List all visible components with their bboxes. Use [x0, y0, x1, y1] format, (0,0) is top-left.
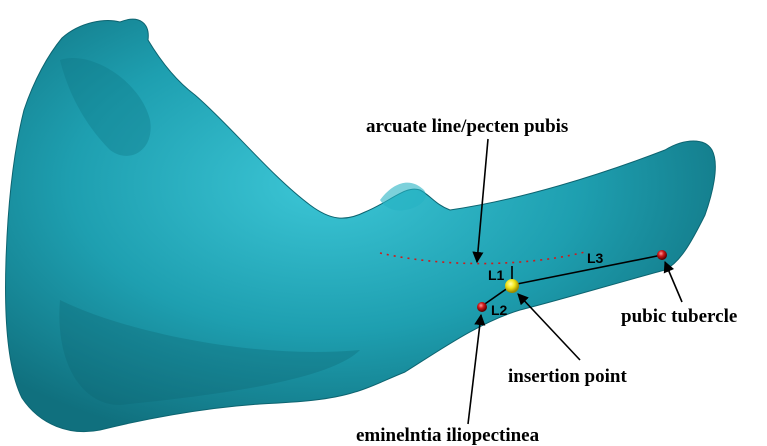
pubic-tubercle-label: pubic tubercle [621, 306, 737, 327]
eminentia-marker [477, 302, 487, 312]
arcuate-line-label: arcuate line/pecten pubis [366, 116, 568, 137]
eminentia-label: eminelntia iliopectinea [356, 425, 540, 446]
l1-label: L1 [488, 267, 505, 283]
l2-label: L2 [491, 302, 508, 318]
insertion-point-label: insertion point [508, 366, 627, 387]
l3-label: L3 [587, 250, 604, 266]
insertion-point-marker [505, 279, 519, 293]
pubic-tubercle-marker [657, 250, 667, 260]
pubic-tubercle-arrow [665, 262, 682, 302]
insertion-point-arrow [518, 294, 580, 360]
